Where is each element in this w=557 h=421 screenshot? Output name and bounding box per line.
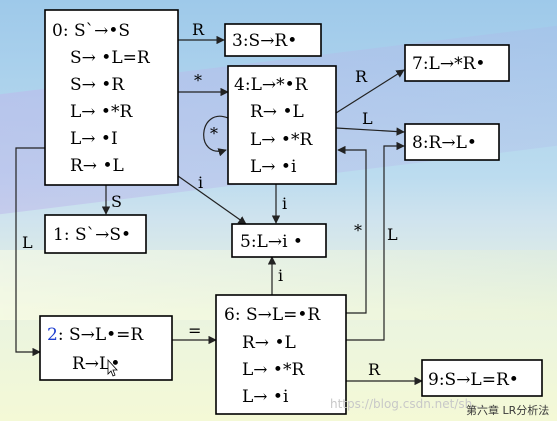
- svg-text:0: S`→•S: 0: S`→•S: [52, 21, 130, 41]
- state-9-box: [421, 359, 543, 397]
- edge-label-0-4: *: [194, 71, 202, 90]
- state-4-item-3: L→ •*R: [250, 130, 313, 150]
- state-2: 2: S→L•=R R→L•: [39, 315, 173, 381]
- edge-0-2: [15, 147, 45, 357]
- state-4-box: [227, 65, 337, 185]
- state-6-item-1: S→L=•R: [246, 305, 321, 325]
- state-1: 1: S`→S•: [44, 214, 147, 254]
- state-0-item-6: R→ •L: [70, 156, 124, 176]
- state-4-id: 4: [234, 75, 245, 95]
- edge-labels: R * S L i * R L i = i * L R: [22, 20, 398, 379]
- state-5: 5:L→i •: [231, 223, 327, 258]
- edge-4-8: [335, 127, 405, 136]
- edge-label-4-8: L: [362, 109, 373, 128]
- state-6: 6: S→L=•R R→ •L L→ •*R L→ •i: [215, 294, 347, 415]
- state-6-id: 6: [224, 305, 235, 325]
- state-7-item: 7:L→*R•: [412, 54, 485, 74]
- state-4-item-1: L→*•R: [251, 75, 309, 95]
- edge-label-6-5: i: [278, 266, 283, 285]
- state-6-box: [215, 294, 347, 415]
- edge-0-5: [177, 175, 247, 225]
- edge-label-4-7: R: [355, 67, 368, 86]
- edge-6-8: [346, 141, 405, 341]
- edge-label-6-4: *: [354, 221, 362, 240]
- state-5-item: 5:L→i •: [240, 232, 303, 252]
- watermark-text: https://blog.csdn.net/sh...: [330, 397, 484, 411]
- state-6-item-2: R→ •L: [242, 333, 296, 353]
- state-6-item-4: L→ •i: [242, 387, 289, 407]
- svg-text:4:L→*•R: 4:L→*•R: [234, 75, 309, 95]
- cursor-icon: [107, 358, 118, 377]
- state-7: 7:L→*R•: [404, 44, 510, 82]
- svg-text:2: S→L•=R: 2: S→L•=R: [47, 325, 144, 345]
- state-5-box: [231, 223, 327, 258]
- edge-6-4: [337, 145, 367, 314]
- state-8-box: [404, 123, 500, 161]
- svg-text:6: S→L=•R: 6: S→L=•R: [224, 305, 321, 325]
- edge-4-4-loop: [203, 115, 229, 157]
- state-0-item-5: L→ •I: [70, 129, 118, 149]
- state-3-item: 3:S→R•: [232, 31, 297, 51]
- state-0-item-2: S→ •L=R: [70, 48, 151, 68]
- slide-footer: 第六章 LR分析法: [466, 403, 549, 417]
- edges: [15, 35, 423, 386]
- edge-label-4-4: *: [210, 124, 218, 143]
- state-1-item: 1: S`→S•: [53, 225, 131, 245]
- edge-label-0-1: S: [111, 192, 122, 211]
- edge-label-0-5: i: [198, 173, 203, 192]
- state-7-box: [404, 44, 510, 82]
- edge-label-6-8: L: [387, 225, 398, 244]
- state-6-item-3: L→ •*R: [242, 360, 305, 380]
- state-0-item-4: L→ •*R: [70, 102, 133, 122]
- state-0-id: 0: [52, 21, 63, 41]
- state-3: 3:S→R•: [224, 23, 322, 57]
- state-4-item-2: R→ •L: [250, 102, 304, 122]
- state-2-item-1: S→L•=R: [69, 325, 144, 345]
- edge-label-2-6: =: [188, 321, 201, 340]
- edge-label-0-3: R: [192, 20, 205, 39]
- state-3-box: [224, 23, 322, 57]
- state-0: 0: S`→•S S→ •L=R S→ •R L→ •*R L→ •I R→ •…: [44, 9, 179, 186]
- state-2-id: 2: [47, 325, 58, 345]
- state-0-box: [44, 9, 179, 186]
- edge-label-0-2: L: [22, 233, 33, 252]
- state-8-item: 8:R→L•: [412, 133, 477, 153]
- state-0-item-1: S`→•S: [74, 21, 130, 41]
- state-0-item-3: S→ •R: [70, 75, 125, 95]
- edge-label-6-9: R: [368, 360, 381, 379]
- state-8: 8:R→L•: [404, 123, 500, 161]
- state-2-box: [39, 315, 173, 381]
- state-1-box: [44, 214, 147, 254]
- state-4: 4:L→*•R R→ •L L→ •*R L→ •i: [227, 65, 337, 185]
- state-9: 9:S→L=R•: [421, 359, 543, 397]
- edge-label-4-5: i: [282, 194, 287, 213]
- edge-4-7: [335, 69, 405, 114]
- state-9-item: 9:S→L=R•: [428, 370, 519, 390]
- state-4-item-4: L→ •i: [250, 157, 297, 177]
